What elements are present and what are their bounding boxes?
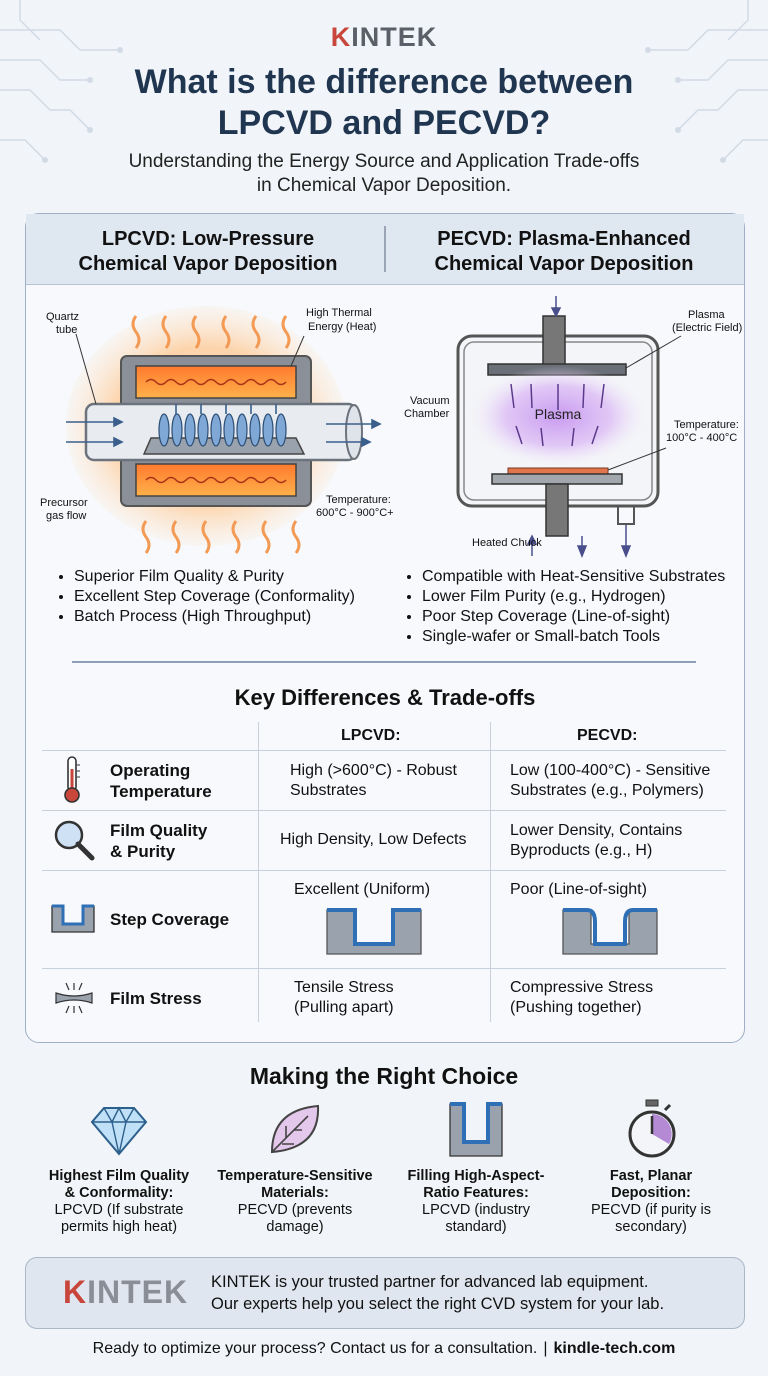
column-header-pecvd: PECVD: — [577, 727, 638, 744]
title-line-1: What is the difference between — [134, 63, 634, 101]
making-right-choice-title: Making the Right Choice — [249, 1063, 519, 1089]
choice-high-aspect-ratio: Filling High-Aspect-Ratio Features:LPCVD… — [407, 1168, 545, 1235]
heated-chuck — [491, 473, 623, 485]
page-title: What is the difference between LPCVD and… — [20, 62, 748, 144]
wafer-boat — [142, 437, 306, 455]
lpcvd-heading-line-2: Chemical Vapor Deposition — [78, 253, 338, 275]
cell-lpcvd-step: Excellent (Uniform) — [294, 881, 431, 898]
banner-logo: KINTEK — [63, 1274, 189, 1310]
subtitle-line-2: in Chemical Vapor Deposition. — [256, 175, 512, 196]
subtitle-line-1: Understanding the Energy Source and Appl… — [128, 151, 640, 172]
cell-lpcvd-quality: High Density, Low Defects — [280, 831, 467, 848]
stopwatch-icon — [628, 1099, 676, 1158]
table-column-rule — [490, 722, 491, 1022]
banner-text: KINTEK is your trusted partner for advan… — [211, 1271, 741, 1315]
conformal-coverage-graphic — [326, 908, 422, 955]
panel-header: LPCVD: Low-Pressure Chemical Vapor Depos… — [26, 214, 744, 285]
pecvd-bullets: Compatible with Heat-Sensitive Substrate… — [404, 567, 725, 647]
column-header-lpcvd: LPCVD: — [341, 727, 401, 744]
banner-line-1: KINTEK is your trusted partner for advan… — [211, 1273, 649, 1291]
comparison-panel: LPCVD: Low-Pressure Chemical Vapor Depos… — [25, 213, 745, 1043]
label-plasma-field: Plasma(Electric Field) — [672, 309, 742, 334]
brand-logo: KINTEK — [330, 22, 438, 52]
thermometer-icon — [64, 756, 80, 803]
table-rule — [42, 750, 726, 751]
footer-cta: Ready to optimize your process? Contact … — [92, 1340, 538, 1357]
pecvd-bullet: Poor Step Coverage (Line-of-sight) — [422, 607, 725, 627]
heat-waves-top — [131, 315, 291, 349]
pecvd-heading-line-1: PECVD: Plasma-Enhanced — [437, 228, 691, 250]
lpcvd-heading-line-1: LPCVD: Low-Pressure — [101, 228, 315, 250]
footer: Ready to optimize your process? Contact … — [0, 1340, 768, 1358]
label-pecvd-temperature: Temperature:100°C - 400°C — [666, 419, 739, 444]
leaf-icon — [270, 1104, 320, 1154]
choice-quality: Highest Film Quality& Conformality:LPCVD… — [48, 1168, 190, 1235]
cell-pecvd-step: Poor (Line-of-sight) — [510, 881, 647, 898]
row-label-step-coverage: Step Coverage — [110, 910, 230, 929]
header-divider — [384, 226, 386, 272]
plasma-center-label: Plasma — [535, 406, 582, 422]
top-electrode-stem — [542, 315, 566, 367]
lpcvd-bullet: Excellent Step Coverage (Conformality) — [74, 587, 355, 607]
heat-waves-bottom — [141, 520, 301, 554]
step-coverage-icon — [51, 904, 95, 933]
page-subtitle: Understanding the Energy Source and Appl… — [20, 150, 748, 198]
lpcvd-heading: LPCVD: Low-Pressure Chemical Vapor Depos… — [38, 227, 378, 277]
pecvd-bullet: Single-wafer or Small-batch Tools — [422, 627, 725, 647]
kintek-banner: KINTEK KINTEK is your trusted partner fo… — [25, 1257, 745, 1329]
trench-fill-icon — [449, 1102, 503, 1157]
pecvd-bullet: Lower Film Purity (e.g., Hydrogen) — [422, 587, 725, 607]
footer-website-link[interactable]: kindle-tech.com — [553, 1340, 676, 1357]
non-conformal-coverage-graphic — [562, 908, 658, 955]
circuit-decoration-right — [645, 0, 768, 163]
banner-line-2: Our experts help you select the right CV… — [211, 1295, 665, 1313]
pecvd-heading: PECVD: Plasma-Enhanced Chemical Vapor De… — [394, 227, 734, 277]
cell-pecvd-stress: Compressive Stress(Pushing together) — [510, 979, 654, 1016]
label-heated-chuck: Heated Chuck — [472, 537, 542, 549]
lpcvd-bullets: Superior Film Quality & Purity Excellent… — [56, 567, 355, 627]
magnifier-icon — [54, 820, 95, 861]
key-differences-title: Key Differences & Trade-offs — [234, 685, 536, 710]
table-rule — [42, 810, 726, 811]
table-rule — [42, 968, 726, 969]
lpcvd-bullet: Superior Film Quality & Purity — [74, 567, 355, 587]
wafers — [158, 413, 287, 447]
film-stress-icon — [55, 982, 93, 1014]
lpcvd-bullet: Batch Process (High Throughput) — [74, 607, 355, 627]
section-divider — [72, 661, 696, 663]
diamond-icon — [90, 1106, 148, 1156]
row-label-film-quality: Film Quality& Purity — [110, 821, 208, 861]
plasma-cloud — [470, 366, 646, 466]
pecvd-wafer — [507, 467, 609, 475]
row-label-film-stress: Film Stress — [110, 989, 202, 1008]
field-arrows — [510, 383, 605, 447]
gas-arrows — [526, 296, 632, 559]
label-lpcvd-temperature: Temperature:600°C - 900°C+ — [316, 494, 394, 519]
chuck-stem — [545, 483, 569, 537]
table-rule — [42, 870, 726, 871]
pecvd-heading-line-2: Chemical Vapor Deposition — [434, 253, 694, 275]
title-line-2: LPCVD and PECVD? — [217, 104, 551, 142]
circuit-decoration-left — [0, 0, 123, 163]
cell-lpcvd-stress: Tensile Stress(Pulling apart) — [294, 979, 394, 1016]
pecvd-bullet: Compatible with Heat-Sensitive Substrate… — [422, 567, 725, 587]
gas-flow-arrows — [66, 404, 382, 448]
table-column-rule — [258, 722, 259, 1022]
footer-separator: | — [543, 1340, 548, 1357]
